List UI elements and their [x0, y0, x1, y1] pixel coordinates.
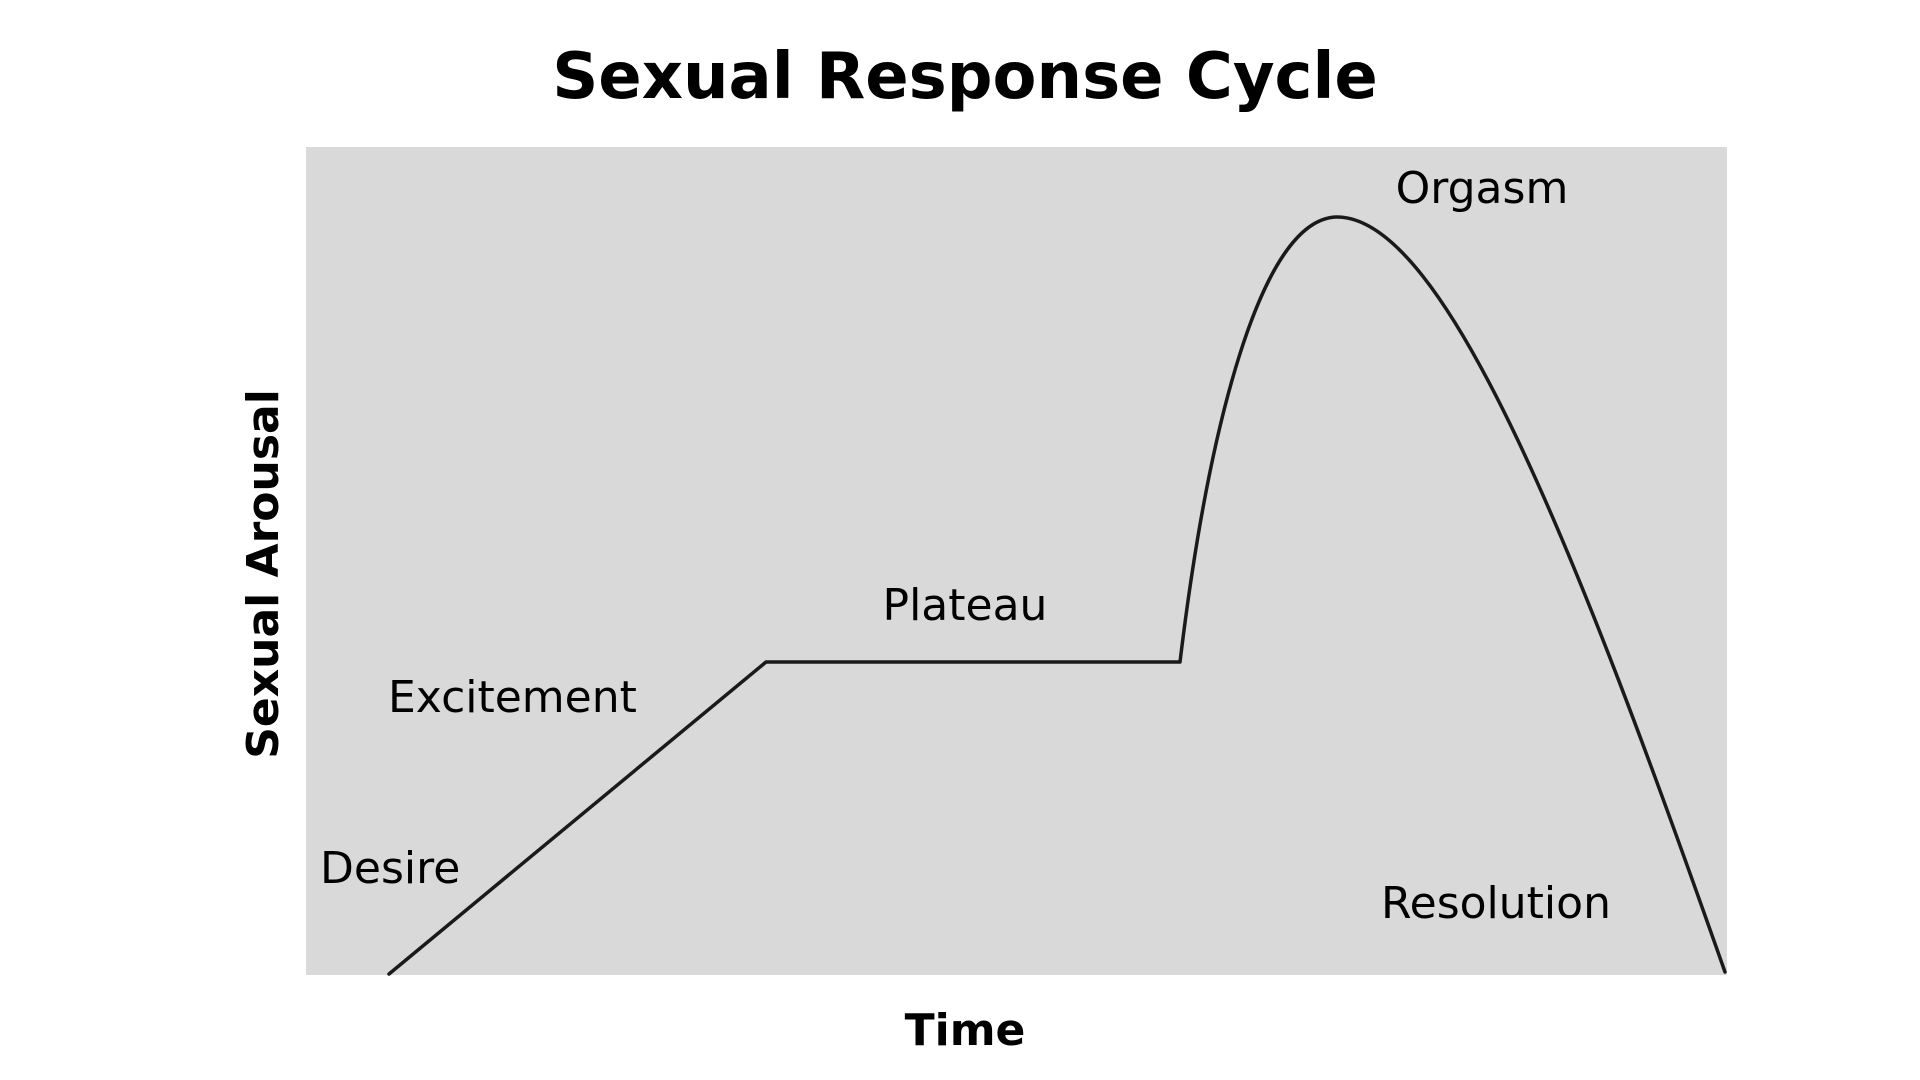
phase-label-orgasm: Orgasm	[1396, 163, 1569, 214]
phase-label-desire: Desire	[320, 843, 460, 894]
y-axis-label: Sexual Arousal	[238, 389, 289, 759]
phase-label-resolution: Resolution	[1381, 878, 1611, 929]
phase-label-plateau: Plateau	[883, 580, 1048, 631]
x-axis-label: Time	[905, 1005, 1026, 1056]
phase-label-excitement: Excitement	[388, 672, 637, 723]
diagram-title: Sexual Response Cycle	[552, 40, 1378, 114]
plot-area	[306, 147, 1727, 975]
arousal-curve	[387, 215, 1727, 976]
